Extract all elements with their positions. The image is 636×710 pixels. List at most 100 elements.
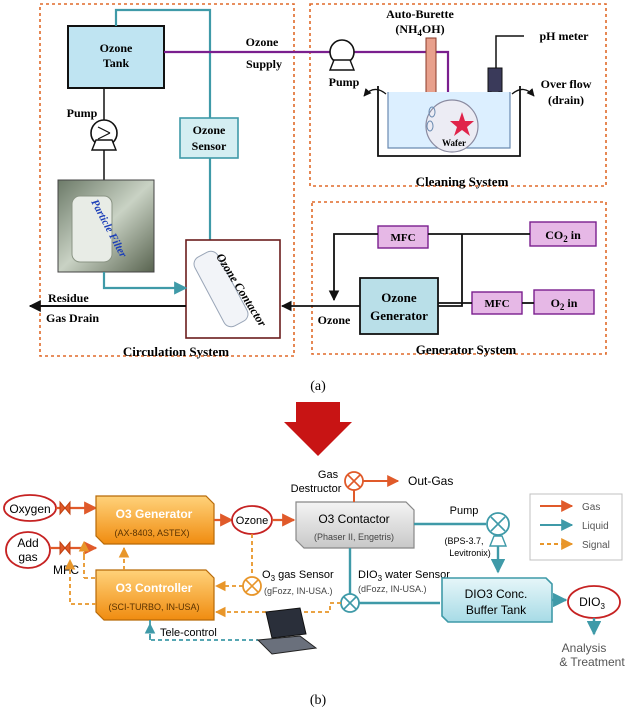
pump-base-icon xyxy=(488,535,508,547)
ph-probe-head xyxy=(487,67,503,93)
tele-control-line xyxy=(149,620,258,641)
pump-right-base xyxy=(328,59,356,71)
cleaning-system-label: Cleaning System xyxy=(416,174,509,189)
oxygen-label: Oxygen xyxy=(9,502,50,516)
ph-meter-label: pH meter xyxy=(540,29,590,43)
gas-destructor-icon-x2 xyxy=(347,474,361,488)
ozone-sensor xyxy=(179,117,239,159)
o3-contactor-box xyxy=(295,501,415,549)
out-gas-label: Out-Gas xyxy=(408,474,453,488)
pump-left-label: Pump xyxy=(67,106,98,120)
filter-to-contactor-line xyxy=(102,272,188,295)
pump-left-base xyxy=(90,139,118,151)
o3-controller-label: O3 Controller xyxy=(116,581,193,595)
o3-generator-box xyxy=(95,495,215,545)
oxygen-valve-icon xyxy=(59,500,71,516)
wafer-icon xyxy=(425,99,479,153)
pump-right-label: Pump xyxy=(329,75,360,89)
caption-b: (b) xyxy=(310,693,327,708)
co2-to-generator-line xyxy=(438,234,463,307)
add-gas-label: Add xyxy=(17,536,38,550)
cleaning-tank-outer xyxy=(377,86,521,157)
legend-liquid-label: Liquid xyxy=(582,521,609,532)
caption-a: (a) xyxy=(310,379,326,394)
gas-destructor-label-2: Destructor xyxy=(291,483,342,495)
auto-burette-label: Auto-Burette xyxy=(386,7,454,21)
mfc-top-box xyxy=(377,225,429,249)
wafer-label: Wafer xyxy=(442,138,466,148)
pump-model: (BPS-3.7, xyxy=(444,536,483,546)
ozone-injection-star xyxy=(450,112,474,136)
pump-label: Pump xyxy=(450,505,479,517)
ozone-out-label: Ozone xyxy=(318,313,351,327)
mfc-top-return-line xyxy=(328,233,378,302)
add-gas-input xyxy=(5,531,51,569)
mfc-top-label: MFC xyxy=(390,232,415,244)
auto-burette-formula: (NH4OH) xyxy=(395,22,444,38)
o3-controller-model: (SCI-TURBO, IN-USA) xyxy=(109,602,200,612)
buffer-tank-box xyxy=(441,577,553,623)
o3-controller-box xyxy=(95,569,215,621)
o2-in-box xyxy=(533,289,595,315)
o3-contactor-model: (Phaser II, Engetris) xyxy=(314,532,394,542)
analysis-label: Analysis xyxy=(562,641,607,655)
ozone-sensor-label-2: Sensor xyxy=(192,139,227,153)
ozone-generator-label-2: Generator xyxy=(370,308,428,323)
ozone-tank xyxy=(67,25,165,89)
bubble-2 xyxy=(426,120,434,132)
generator-system-label: Generator System xyxy=(416,342,517,357)
ozone-sensor-label: Ozone xyxy=(193,123,226,137)
dio3-water-sensor-label: DIO3 water Sensor xyxy=(358,569,450,583)
particle-filter-housing xyxy=(71,195,113,263)
circulation-system-label: Circulation System xyxy=(123,344,229,359)
ph-meter-cable xyxy=(495,35,524,68)
ozone-generator-box xyxy=(359,277,439,335)
ozone-contactor-cartridge xyxy=(193,250,249,328)
dio3-water-sensor-icon-x2 xyxy=(343,596,357,610)
buffer-tank-label-2: Buffer Tank xyxy=(466,603,527,617)
overflow-left-arrow xyxy=(363,88,387,97)
mfc-label: MFC xyxy=(53,563,79,577)
pump-icon-x2 xyxy=(490,516,506,532)
drain-label: (drain) xyxy=(548,93,584,107)
o3-generator-model: (AX-8403, ASTEX) xyxy=(114,528,189,538)
add-gas-valve-icon xyxy=(59,540,71,556)
transition-arrow-icon xyxy=(284,402,352,456)
dio3-water-sensor-model: (dFozz, IN-USA.) xyxy=(358,584,427,594)
ozone-tank-label: Ozone xyxy=(100,41,133,55)
o3-contactor-label: O3 Contactor xyxy=(318,512,389,526)
generator-system-boundary xyxy=(311,201,607,355)
laptop-screen-icon xyxy=(265,607,307,639)
tele-control-label: Tele-control xyxy=(160,627,217,639)
ozone-tank-label-2: Tank xyxy=(103,56,130,70)
bubble-1 xyxy=(428,106,436,118)
laptop-base-icon xyxy=(256,635,318,655)
o3-gas-sensor-icon-x2 xyxy=(245,579,259,593)
o3-gas-sensor-label: O3 gas Sensor xyxy=(262,569,334,583)
overflow-right-arrow xyxy=(511,88,535,97)
legend-signal-label: Signal xyxy=(582,540,610,551)
ozone-generator-label: Ozone xyxy=(381,290,417,305)
legend-gas-label: Gas xyxy=(582,502,600,513)
circulation-system-boundary xyxy=(39,3,295,357)
ozone-supply-label-2: Supply xyxy=(246,57,282,71)
o3-gas-sensor-model: (gFozz, IN-USA.) xyxy=(264,586,333,596)
residue-label: Residue xyxy=(48,291,89,305)
burette-tube xyxy=(425,37,437,99)
buffer-tank-label: DIO3 Conc. xyxy=(465,587,528,601)
controller-to-valve-signal xyxy=(64,558,96,605)
gas-destructor-label: Gas xyxy=(318,469,339,481)
cleaning-system-boundary xyxy=(309,3,607,187)
overflow-label: Over flow xyxy=(541,77,592,91)
treatment-label: & Treatment xyxy=(559,655,625,669)
pump-left-icon-detail xyxy=(97,126,111,134)
gas-drain-label: Gas Drain xyxy=(46,311,99,325)
pump-left-icon-detail-2 xyxy=(97,132,111,140)
ozone-supply-label: Ozone xyxy=(246,35,279,49)
add-gas-label-2: gas xyxy=(18,550,37,564)
ozone-node-label: Ozone xyxy=(236,515,268,527)
o3-generator-label: O3 Generator xyxy=(116,507,193,521)
pump-model-2: Levitronix) xyxy=(449,548,491,558)
dio3-output-label: DIO3 xyxy=(579,595,605,611)
